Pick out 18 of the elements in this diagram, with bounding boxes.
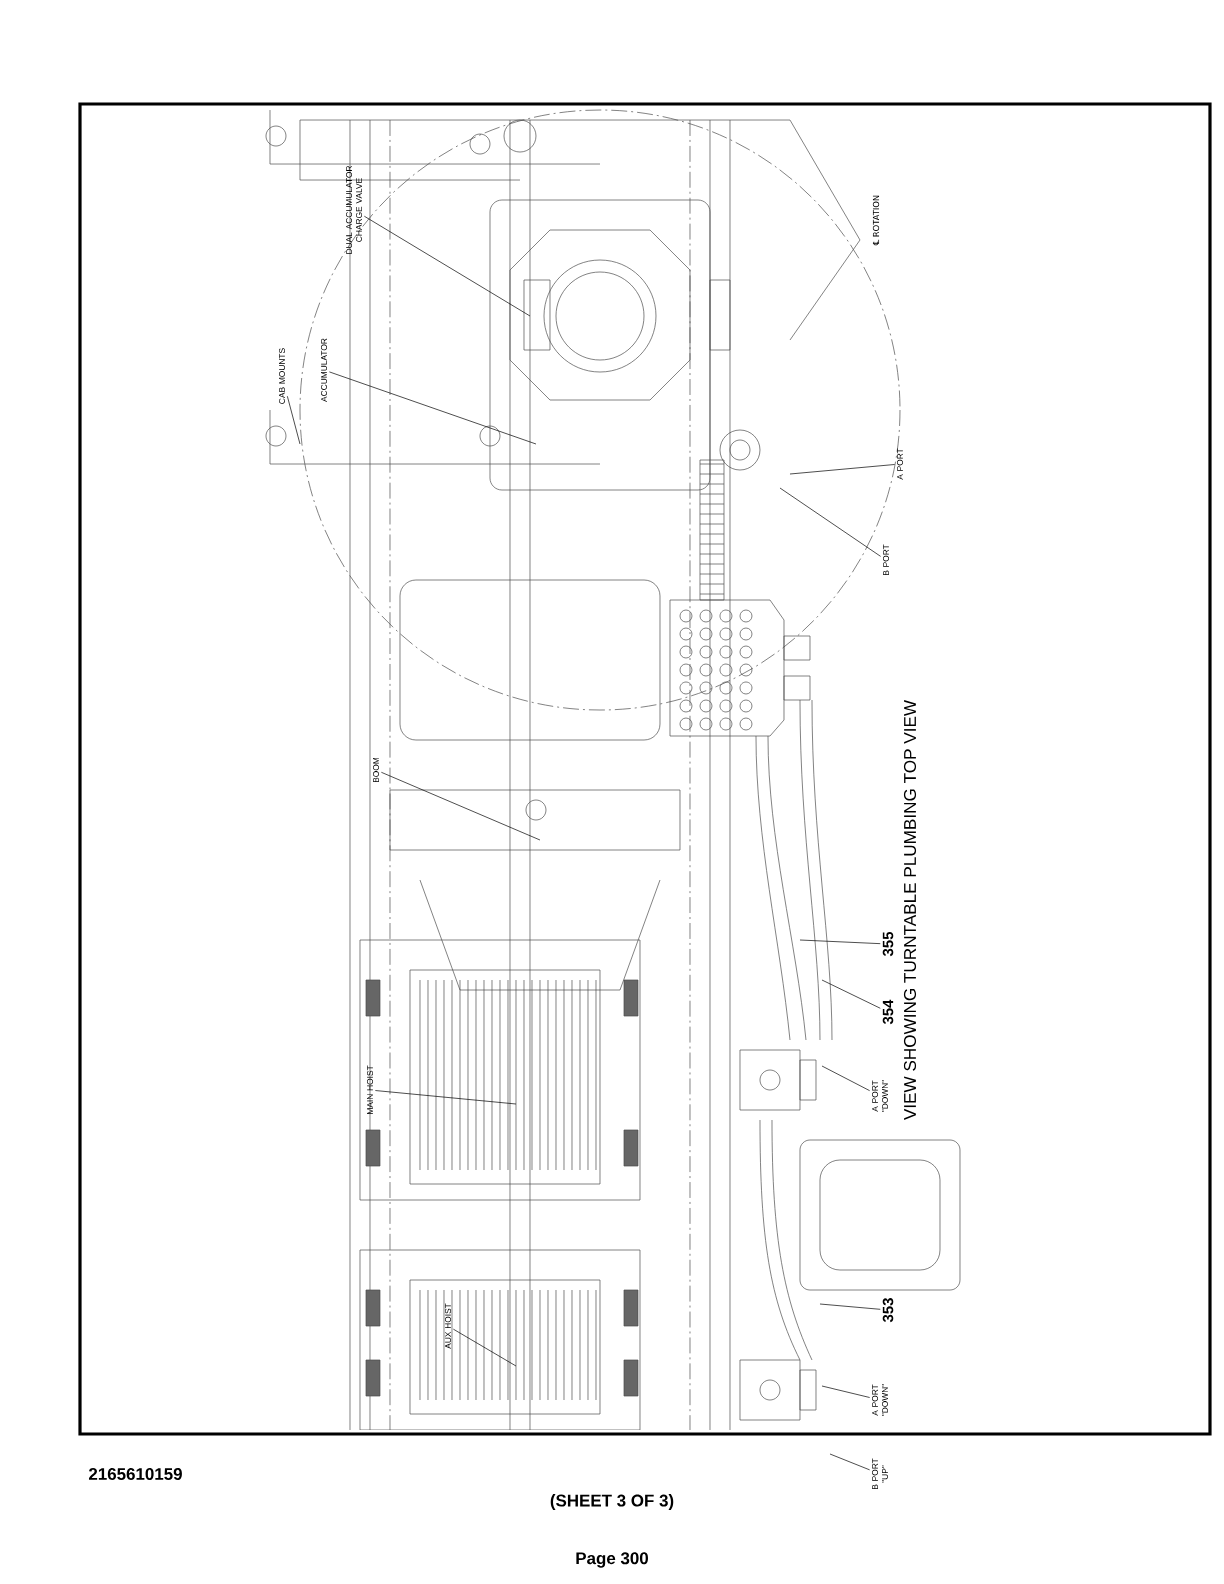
leader-line — [363, 215, 531, 317]
leader-line — [821, 979, 881, 1009]
leader-line — [779, 487, 881, 557]
leader-line — [375, 1090, 517, 1105]
leader-line — [789, 464, 895, 475]
leader-line — [287, 395, 301, 445]
leader-line — [453, 1328, 517, 1367]
leader-line — [329, 371, 537, 445]
leader-line — [799, 939, 881, 944]
leader-line — [819, 1303, 881, 1310]
page-number: Page 300 — [576, 1552, 648, 1568]
sheet-number: (SHEET 3 OF 3) — [550, 1494, 674, 1510]
view-title: VIEW SHOWING TURNTABLE PLUMBING TOP VIEW — [903, 700, 917, 1121]
drawing-number: 2165610159 — [89, 1468, 182, 1480]
leader-line — [821, 1065, 870, 1091]
leader-line — [821, 1385, 870, 1398]
leader-line — [829, 1453, 870, 1471]
leader-line — [381, 771, 541, 841]
